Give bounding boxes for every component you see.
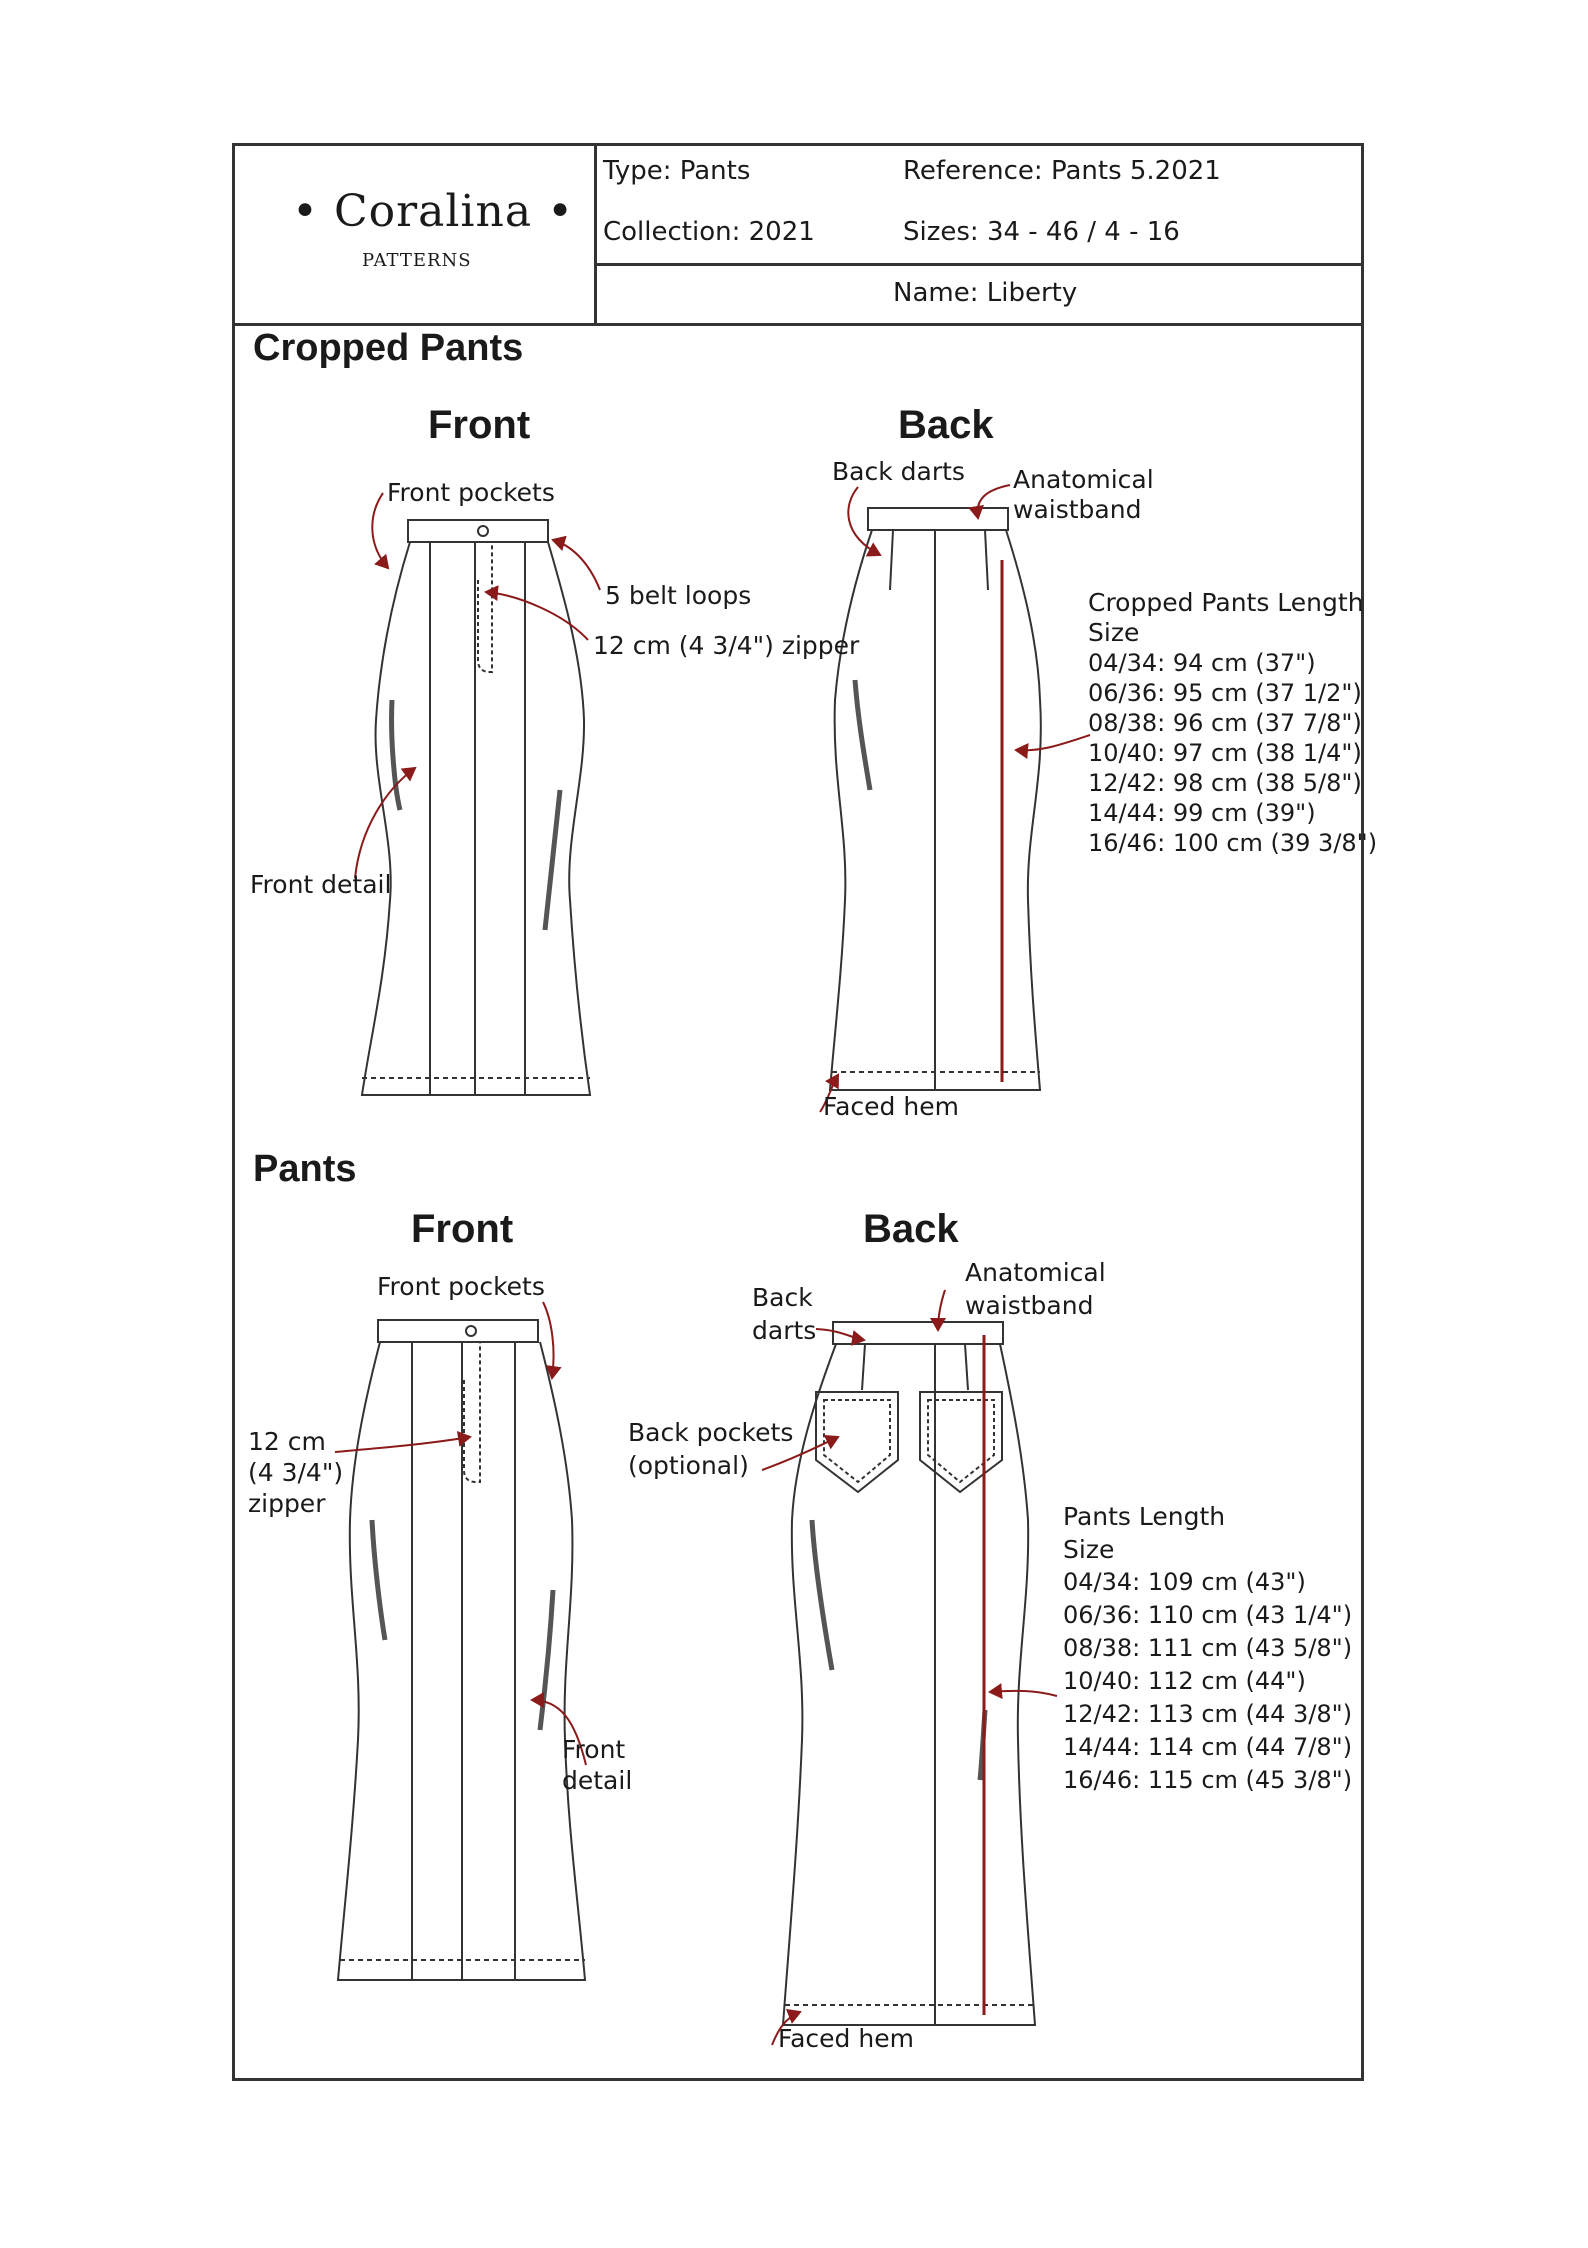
pants-size-row: 12/42: 113 cm (44 3/8"): [1063, 1700, 1353, 1728]
section-title-cropped-pants: Cropped Pants: [253, 327, 524, 369]
tech-sheet-frame: [232, 143, 1364, 2081]
header-type: Type: Pants: [603, 156, 751, 186]
cropped-size-row: 12/42: 98 cm (38 5/8"): [1088, 769, 1362, 797]
cropped-size-row: 08/38: 96 cm (37 7/8"): [1088, 709, 1362, 737]
cropped-size-row: 06/36: 95 cm (37 1/2"): [1088, 679, 1362, 707]
pants-label-faced-hem: Faced hem: [778, 2024, 914, 2053]
cropped-size-label: Size: [1088, 618, 1140, 647]
pants-label-front-detail-2: detail: [562, 1766, 633, 1795]
cropped-size-row: 16/46: 100 cm (39 3/8"): [1088, 829, 1378, 857]
pants-label-waistband-1: Anatomical: [965, 1258, 1106, 1287]
cropped-label-waistband-1: Anatomical: [1013, 465, 1154, 494]
cropped-front-pants-drawing: [360, 519, 592, 1096]
pants-back-title: Back: [863, 1207, 959, 1251]
header-divider-middle: [594, 263, 1364, 266]
cropped-label-front-pockets: Front pockets: [387, 478, 555, 507]
pants-size-row: 14/44: 114 cm (44 7/8"): [1063, 1733, 1353, 1761]
cropped-label-back-darts: Back darts: [832, 457, 965, 486]
cropped-size-row: 14/44: 99 cm (39"): [1088, 799, 1316, 827]
brand-subtitle: PATTERNS: [362, 250, 472, 271]
section-title-pants: Pants: [253, 1148, 357, 1190]
cropped-length-title: Cropped Pants Length: [1088, 588, 1364, 617]
pants-back-drawing: [781, 1321, 1037, 2026]
pants-label-back-darts-1: Back: [752, 1283, 813, 1312]
header-name: Name: Liberty: [893, 278, 1078, 308]
cropped-front-title: Front: [428, 403, 531, 447]
cropped-label-waistband-2: waistband: [1013, 495, 1142, 524]
pants-front-drawing: [336, 1319, 587, 1981]
pants-label-zipper-2: (4 3/4"): [248, 1458, 344, 1487]
pants-label-zipper-1: 12 cm: [248, 1427, 326, 1456]
cropped-length-table: Cropped Pants Length Size 04/34: 94 cm (…: [1088, 588, 1377, 858]
pants-label-back-pockets-1: Back pockets: [628, 1418, 794, 1447]
cropped-size-row: 04/34: 94 cm (37"): [1088, 649, 1316, 677]
header-sizes: Sizes: 34 - 46 / 4 - 16: [903, 217, 1180, 247]
cropped-label-faced-hem: Faced hem: [823, 1092, 959, 1121]
header-divider-bottom: [232, 323, 1364, 326]
header-reference: Reference: Pants 5.2021: [903, 156, 1221, 186]
brand-logo: • Coralina •: [292, 186, 575, 237]
cropped-size-row: 10/40: 97 cm (38 1/4"): [1088, 739, 1362, 767]
pants-label-waistband-2: waistband: [965, 1291, 1094, 1320]
pants-size-row: 10/40: 112 cm (44"): [1063, 1667, 1306, 1695]
header-collection: Collection: 2021: [603, 217, 815, 247]
cropped-label-front-detail: Front detail: [250, 870, 392, 899]
pants-size-label: Size: [1063, 1535, 1115, 1564]
cropped-back-title: Back: [898, 403, 994, 447]
cropped-back-pants-drawing: [828, 507, 1042, 1091]
pants-front-title: Front: [411, 1207, 514, 1251]
pants-label-back-darts-2: darts: [752, 1316, 817, 1345]
pants-size-row: 08/38: 111 cm (43 5/8"): [1063, 1634, 1353, 1662]
pants-label-front-pockets: Front pockets: [377, 1272, 545, 1301]
pants-label-zipper-3: zipper: [248, 1489, 326, 1518]
header-divider-vertical: [594, 143, 597, 325]
pants-label-back-pockets-2: (optional): [628, 1451, 749, 1480]
pants-size-row: 04/34: 109 cm (43"): [1063, 1568, 1306, 1596]
pants-length-table: Pants Length Size 04/34: 109 cm (43") 06…: [1063, 1500, 1352, 1797]
annotation-arrows: [334, 484, 1091, 2046]
pants-label-front-detail-1: Front: [562, 1735, 626, 1764]
cropped-label-zipper: 12 cm (4 3/4") zipper: [593, 631, 860, 660]
pants-length-title: Pants Length: [1063, 1502, 1226, 1531]
cropped-label-belt-loops: 5 belt loops: [605, 581, 752, 610]
pants-size-row: 06/36: 110 cm (43 1/4"): [1063, 1601, 1353, 1629]
pants-size-row: 16/46: 115 cm (45 3/8"): [1063, 1766, 1353, 1794]
